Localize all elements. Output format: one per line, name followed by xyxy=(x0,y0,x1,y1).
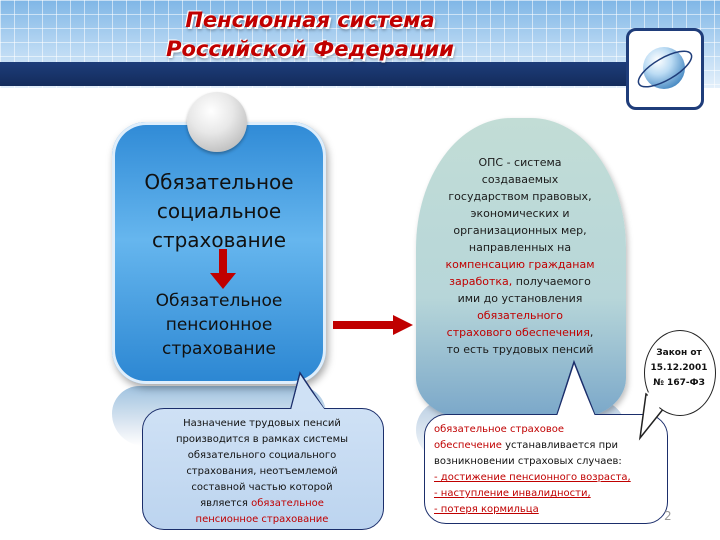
page-number: 2 xyxy=(664,509,672,523)
ops-highlight: страхового обеспечения xyxy=(446,326,590,339)
callout-left-line: является обязательное xyxy=(150,496,374,512)
callout-left-line: страхования, неотъемлемой xyxy=(186,466,338,477)
callout-left-line: обязательного социального xyxy=(187,450,337,461)
globe-logo-box xyxy=(626,28,704,110)
title-line-1: Пенсионная система xyxy=(185,8,435,32)
ops-line: организационных мер, xyxy=(453,224,587,237)
orbit-icon xyxy=(637,50,693,88)
callout-left-line-highlight: пенсионное страхование xyxy=(195,514,329,525)
callout-left-line: производится в рамках системы xyxy=(175,434,349,445)
left-card-title: Обязательное социальное страхование xyxy=(112,168,326,255)
ops-line: заработка, получаемого xyxy=(428,273,612,290)
callout-right-highlight: обеспечение xyxy=(434,440,502,451)
callout-right-text: обязательное страховое обеспечение устан… xyxy=(434,422,662,518)
ops-definition-text: ОПС - система создаваемых государством п… xyxy=(428,154,612,358)
top-ball-icon xyxy=(187,92,247,152)
ops-line: ими до установления xyxy=(457,292,583,305)
ops-line: создаваемых xyxy=(481,173,559,186)
insured-event-item: - наступление инвалидности, xyxy=(434,488,591,499)
law-line: 15.12.2001 xyxy=(650,363,708,373)
left-card-title-line-3: страхование xyxy=(151,228,287,252)
ops-line-highlight: обязательного xyxy=(477,309,563,322)
page-title: Пенсионная система Российской Федерации xyxy=(110,6,510,64)
left-card-subtitle: Обязательное пенсионное страхование xyxy=(112,289,326,361)
ops-line: страхового обеспечения, xyxy=(428,324,612,341)
insured-event-item: - потеря кормильца xyxy=(434,504,539,515)
ops-line: то есть трудовых пенсий xyxy=(446,343,594,356)
left-card-title-line-2: социальное xyxy=(156,199,282,223)
ops-text: получаемого xyxy=(512,275,591,288)
callout-left-line: Назначение трудовых пенсий xyxy=(183,418,341,429)
arrow-down-icon xyxy=(210,249,236,289)
law-reference-text: Закон от 15.12.2001 № 167-ФЗ xyxy=(644,346,714,391)
ops-line: экономических и xyxy=(470,207,570,220)
header-banner xyxy=(0,0,720,88)
ops-line-highlight: компенсацию гражданам xyxy=(445,258,595,271)
left-card-subtitle-line-1: Обязательное xyxy=(155,291,283,311)
callout-left-text: Назначение трудовых пенсий производится … xyxy=(150,416,374,528)
ops-line: ОПС - система xyxy=(478,156,562,169)
callout-left-highlight: обязательное xyxy=(251,498,324,509)
header-dark-bar xyxy=(0,62,640,86)
callout-left-text-part: является xyxy=(200,498,252,509)
ops-line: направленных на xyxy=(468,241,572,254)
callout-left xyxy=(142,408,384,530)
law-line: № 167-ФЗ xyxy=(653,378,705,388)
callout-right-line-highlight: обязательное страховое xyxy=(434,424,564,435)
left-card-subtitle-line-3: страхование xyxy=(162,339,276,359)
ops-text: , xyxy=(589,326,594,339)
callout-right-line: возникновении страховых случаев: xyxy=(434,456,622,467)
callout-left-line: составной частью которой xyxy=(191,482,333,493)
callout-right xyxy=(424,414,668,524)
law-line: Закон от xyxy=(656,348,702,358)
ops-line: государством правовых, xyxy=(448,190,592,203)
arrow-right-icon xyxy=(333,315,413,335)
callout-right-text-part: устанавливается при xyxy=(501,440,618,451)
left-card-title-line-1: Обязательное xyxy=(144,170,294,194)
title-line-2: Российской Федерации xyxy=(166,37,454,61)
ops-definition-card xyxy=(416,118,626,418)
left-card-subtitle-line-2: пенсионное xyxy=(165,315,273,335)
callout-right-line: обеспечение устанавливается при xyxy=(434,438,662,454)
insured-event-item: - достижение пенсионного возраста, xyxy=(434,472,631,483)
ops-highlight: заработка, xyxy=(449,275,513,288)
